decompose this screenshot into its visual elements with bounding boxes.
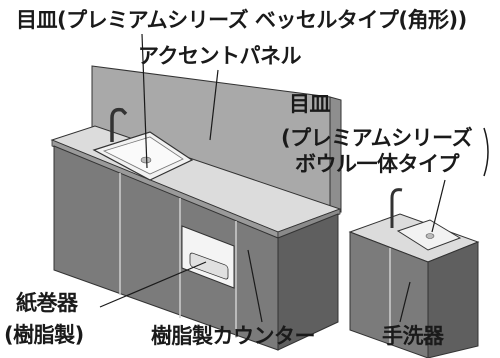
leader-line-bowl (431, 179, 446, 233)
drain-cover-1 (140, 156, 152, 164)
label-premium-series: (プレミアムシリーズ (281, 126, 473, 150)
label-drain-2: 目皿 (289, 92, 331, 116)
leader-line-basin (399, 281, 411, 323)
label-vessel-drain: 目皿(プレミアムシリーズ ベッセルタイプ(角形)) (16, 8, 467, 32)
leader-line-counter (247, 249, 263, 323)
leader-line-paper (99, 261, 207, 308)
label-accent-panel: アクセントパネル (138, 44, 301, 68)
paper-holder (189, 252, 229, 280)
vessel-bowl-inner (102, 136, 184, 175)
drain-cover-2 (425, 233, 435, 239)
faucet-2 (390, 188, 403, 228)
counter-edge-right (277, 208, 341, 239)
label-paper-holder-material: (樹脂製) (4, 323, 84, 347)
label-hand-basin: 手洗器 (382, 324, 444, 348)
basin-cabinet-front (349, 231, 429, 358)
label-bowl-integrated: ボウル一体タイプ (295, 152, 460, 176)
accent-panel-side (329, 96, 342, 213)
basin-cabinet-side (427, 241, 479, 358)
leader-line-accent (209, 69, 219, 141)
leader-line-top (141, 33, 148, 169)
cabinet-side (277, 213, 339, 351)
label-resin-counter: 樹脂製カウンター (151, 324, 316, 348)
faucet-1 (110, 107, 128, 142)
bracket-right (483, 127, 489, 177)
label-paper-holder: 紙巻器 (16, 291, 78, 315)
